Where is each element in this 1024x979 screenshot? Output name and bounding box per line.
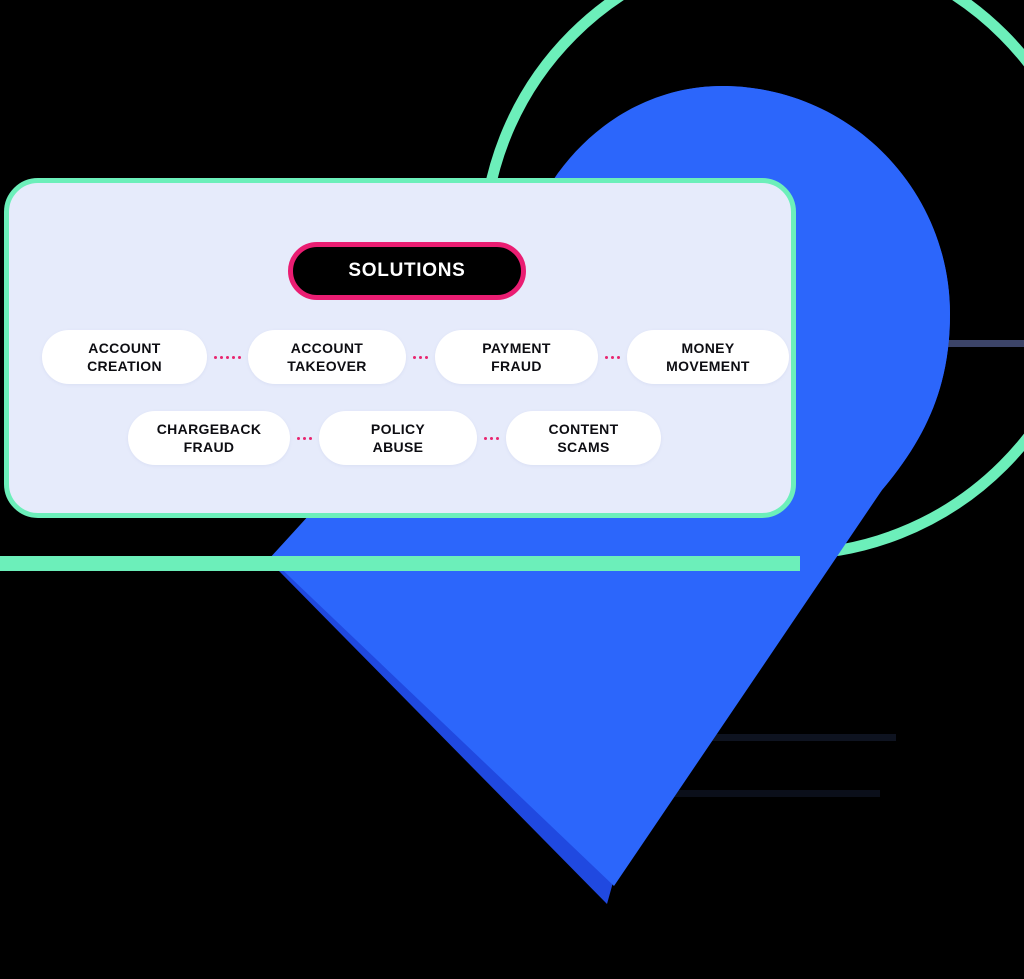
pill-label: PAYMENT FRAUD [482, 339, 551, 374]
dotted-connector-icon [477, 436, 506, 440]
pill-label: ACCOUNT CREATION [87, 339, 162, 374]
mint-horizontal-bar [0, 556, 800, 571]
solutions-title-label: SOLUTIONS [348, 260, 466, 281]
solutions-card: SOLUTIONS ACCOUNT CREATION ACCOUNT TAKEO… [4, 178, 796, 518]
pill-label: CONTENT SCAMS [548, 420, 619, 455]
solution-pill-row-2: CHARGEBACK FRAUD POLICY ABUSE CONTENT SC… [128, 411, 661, 465]
pill-content-scams[interactable]: CONTENT SCAMS [506, 411, 661, 465]
pill-label: POLICY ABUSE [370, 420, 426, 455]
dotted-connector-icon [598, 355, 627, 359]
pill-chargeback-fraud[interactable]: CHARGEBACK FRAUD [128, 411, 290, 465]
solution-pill-row-1: ACCOUNT CREATION ACCOUNT TAKEOVER PAYMEN… [42, 330, 789, 384]
pill-money-movement[interactable]: MONEY MOVEMENT [627, 330, 789, 384]
pill-label: MONEY MOVEMENT [666, 339, 750, 374]
dotted-connector-icon [207, 355, 248, 359]
background-line [706, 734, 896, 741]
pill-account-takeover[interactable]: ACCOUNT TAKEOVER [248, 330, 406, 384]
solutions-title-pill: SOLUTIONS [288, 242, 526, 300]
dotted-connector-icon [290, 436, 319, 440]
pill-payment-fraud[interactable]: PAYMENT FRAUD [435, 330, 598, 384]
pill-label: CHARGEBACK FRAUD [156, 420, 262, 455]
pill-label: ACCOUNT TAKEOVER [287, 339, 367, 374]
pill-policy-abuse[interactable]: POLICY ABUSE [319, 411, 477, 465]
background-line [660, 790, 880, 797]
pill-account-creation[interactable]: ACCOUNT CREATION [42, 330, 207, 384]
dotted-connector-icon [406, 355, 435, 359]
